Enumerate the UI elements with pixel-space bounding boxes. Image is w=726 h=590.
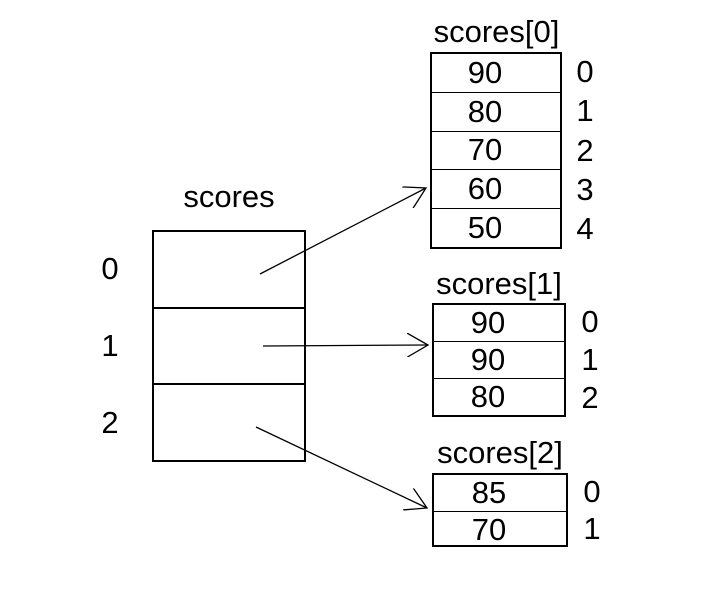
sub-array-0-index-2: 2 xyxy=(576,132,594,168)
sub-array-0-value-2: 70 xyxy=(432,130,560,170)
main-array-slot-0 xyxy=(154,232,304,307)
sub-array-1-index-0: 0 xyxy=(581,304,599,339)
sub-array-1-index-2: 2 xyxy=(581,380,599,415)
sub-array-1-value-2: 80 xyxy=(434,378,564,415)
main-array-title: scores xyxy=(183,179,275,214)
sub-array-2-index-0: 0 xyxy=(583,473,601,509)
sub-array-0-index-column: 0 1 2 3 4 xyxy=(565,52,605,249)
sub-array-1-index-1: 1 xyxy=(581,342,599,377)
sub-array-0-index-0: 0 xyxy=(576,53,594,89)
sub-array-0-value-1: 80 xyxy=(432,91,560,131)
main-array-index-2: 2 xyxy=(101,405,119,441)
main-array-index-column: 0 1 2 xyxy=(85,230,135,462)
main-array-index-1: 1 xyxy=(101,327,119,363)
sub-array-0-index-3: 3 xyxy=(576,171,594,207)
sub-array-1-box: 90 90 80 xyxy=(432,303,566,417)
main-array-slot-2 xyxy=(154,383,304,460)
sub-array-2-index-column: 0 1 xyxy=(572,473,612,547)
sub-array-0-value-3: 60 xyxy=(432,169,560,208)
sub-array-2-title: scores[2] xyxy=(437,435,563,470)
sub-array-1-title: scores[1] xyxy=(436,266,562,301)
sub-array-0-index-1: 1 xyxy=(576,93,594,129)
sub-array-0-value-0: 90 xyxy=(467,54,503,90)
sub-array-1-index-column: 0 1 2 xyxy=(570,303,610,417)
sub-array-2-value-0: 85 xyxy=(471,475,507,510)
sub-array-0-title: scores[0] xyxy=(433,14,560,49)
sub-array-0-value-4: 50 xyxy=(432,208,560,247)
sub-array-0-index-4: 4 xyxy=(576,211,594,247)
main-array-slot-1 xyxy=(154,306,304,384)
sub-array-2-box: 85 70 xyxy=(432,473,568,547)
main-array-index-0: 0 xyxy=(101,250,119,286)
sub-array-1-value-0: 90 xyxy=(470,305,506,340)
sub-array-1-value-1: 90 xyxy=(434,341,564,378)
sub-array-2-value-1: 70 xyxy=(434,511,566,548)
sub-array-2-index-1: 1 xyxy=(583,510,601,546)
sub-array-0-box: 90 80 70 60 50 xyxy=(430,52,562,249)
main-array-box xyxy=(152,230,306,462)
